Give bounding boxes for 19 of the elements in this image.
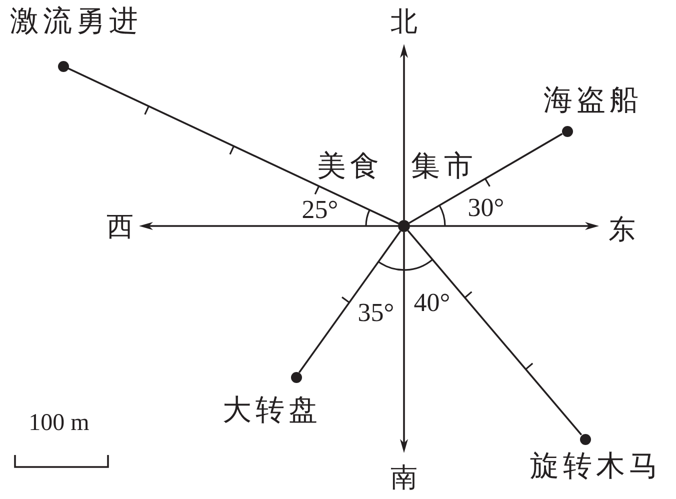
direction-label: 西: [106, 214, 134, 240]
place-name: 大转盘: [222, 396, 322, 426]
connector-line: [298, 230, 402, 374]
place-name: 美食: [317, 152, 383, 182]
direction-label: 南: [390, 464, 418, 492]
direction-label: 北: [390, 8, 418, 36]
connector-line: [407, 230, 582, 436]
connector-line: [68, 67, 399, 224]
place-name: 激流勇进: [10, 8, 142, 36]
angle-label: 30°: [468, 195, 504, 221]
place-name: 旋转木马: [530, 452, 662, 482]
place-name: 集市: [411, 152, 477, 182]
direction-label: 东: [608, 216, 636, 244]
place-name: 海盗船: [544, 86, 642, 116]
angle-label: 40°: [414, 290, 450, 316]
angle-label: 35°: [358, 300, 394, 326]
connector-line: [408, 133, 563, 224]
scale-label: 100 m: [28, 411, 90, 435]
angle-label: 25°: [302, 197, 338, 223]
